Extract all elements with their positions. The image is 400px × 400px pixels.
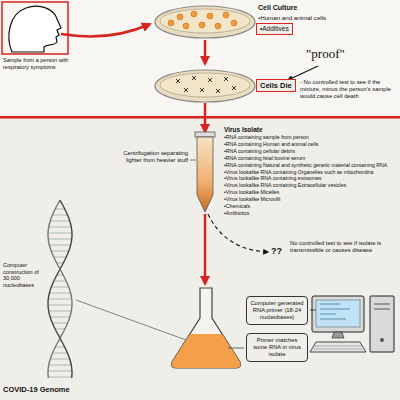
highlight-box: Cells Die bbox=[256, 79, 296, 92]
question-mark: ?? bbox=[271, 246, 282, 257]
note-text: Cell Culture bbox=[258, 4, 297, 12]
note-text: COVID-19 Genome bbox=[3, 385, 70, 394]
down-arrow bbox=[204, 103, 207, 132]
note-text: Centrifugation separating lighter from h… bbox=[108, 150, 188, 164]
keyboard bbox=[310, 342, 366, 352]
note-text: "proof" bbox=[306, 46, 345, 62]
sample-arrow bbox=[61, 24, 150, 36]
tube-cap bbox=[195, 132, 215, 137]
list-item: •Antibiotics bbox=[224, 210, 396, 216]
highlight-box: •Additives bbox=[256, 23, 293, 35]
proof-pointer bbox=[288, 66, 318, 80]
flask-liquid bbox=[172, 334, 241, 368]
list-item: •RNA containing sample from person bbox=[224, 134, 396, 140]
list-item: •Virus lookalike RNA containing Extracel… bbox=[224, 182, 396, 188]
upper-panel bbox=[0, 0, 400, 117]
leader-line bbox=[228, 348, 244, 349]
computer-monitor bbox=[312, 296, 364, 332]
dashed-arrow bbox=[208, 214, 268, 252]
note-text: - No controlled test to see if the mixtu… bbox=[300, 79, 397, 100]
leader-line bbox=[76, 300, 186, 340]
head-silhouette bbox=[9, 6, 61, 52]
centrifuge-tube bbox=[197, 137, 213, 212]
leader-line bbox=[310, 310, 316, 311]
list-item: •RNA containing cellular debris bbox=[224, 148, 396, 154]
isolate-list: Virus Isolate•RNA containing sample from… bbox=[224, 126, 396, 216]
note-text: •Human and animal cells bbox=[258, 14, 326, 21]
note-text: No controlled test to see if isolate is … bbox=[290, 240, 396, 254]
list-item: •RNA containing Human and animal cells bbox=[224, 141, 396, 147]
dead-cells bbox=[176, 76, 236, 93]
divider-line bbox=[0, 116, 400, 119]
head-frame bbox=[2, 2, 68, 54]
cells bbox=[168, 11, 237, 29]
computer-tower bbox=[370, 296, 394, 352]
note-text: Computer construction of 30,000 nucleoba… bbox=[3, 262, 43, 288]
flask bbox=[172, 288, 241, 368]
list-item: •Virus lookalike RNA containing Organell… bbox=[224, 169, 396, 175]
process-box: Computer generated RNA primer (18-24 nuc… bbox=[246, 296, 308, 325]
list-item: •Virus lookalike RNA containing exosomes bbox=[224, 175, 396, 181]
petri-dish bbox=[155, 70, 255, 102]
list-item: Virus Isolate bbox=[224, 126, 396, 134]
note-text: Sample from a person with respiratory sy… bbox=[3, 57, 87, 70]
down-arrow bbox=[204, 214, 207, 284]
list-item: •RNA containing fetal bovine serum bbox=[224, 155, 396, 161]
box-text: •Additives bbox=[260, 25, 289, 33]
box-text: Cells Die bbox=[260, 81, 292, 90]
list-item: •Chemicals bbox=[224, 203, 396, 209]
list-item: •RNA containing Natural and synthetic ge… bbox=[224, 162, 396, 168]
list-item: •Virus lookalike Micelles bbox=[224, 189, 396, 195]
down-arrow bbox=[204, 40, 207, 64]
box-text: Computer generated RNA primer (18-24 nuc… bbox=[250, 300, 304, 321]
petri-dish bbox=[155, 6, 255, 38]
box-text: Primer matches some RNA in virus isolate bbox=[250, 337, 304, 358]
list-item: •Virus lookalike Microvilli bbox=[224, 196, 396, 202]
process-box: Primer matches some RNA in virus isolate bbox=[246, 333, 308, 362]
dna-helix bbox=[48, 200, 72, 378]
leader-line bbox=[190, 160, 196, 161]
